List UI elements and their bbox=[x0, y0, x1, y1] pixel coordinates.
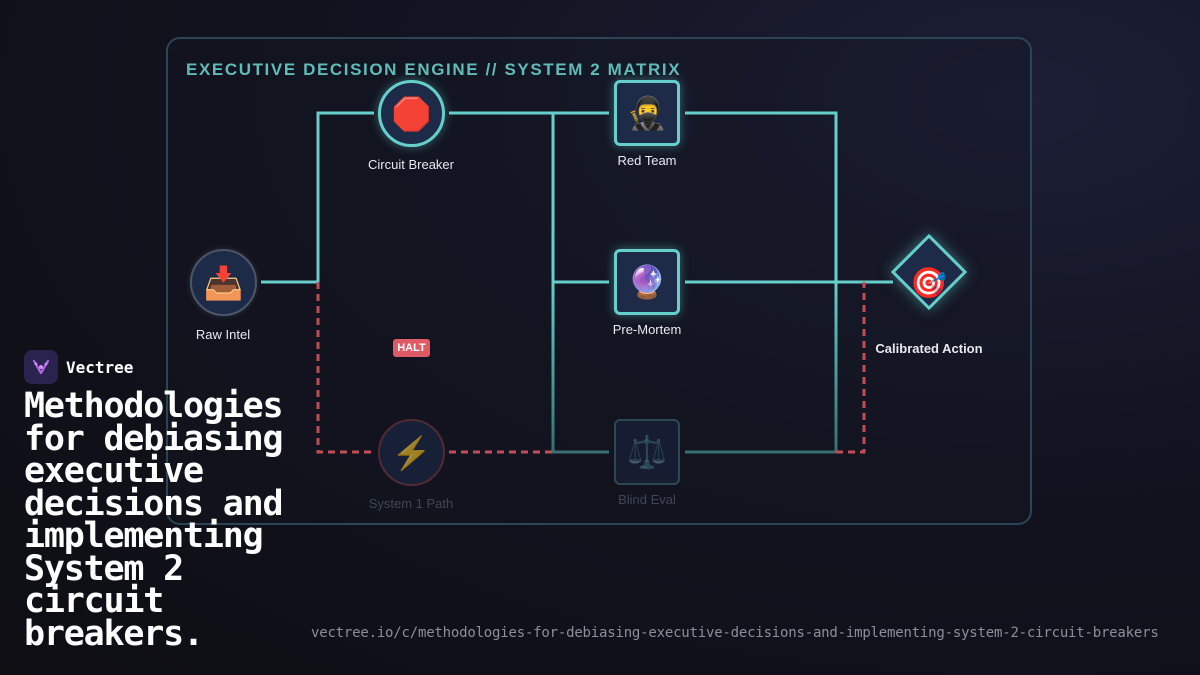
crystal-ball-icon: 🔮 bbox=[627, 264, 667, 300]
wire-redteam-to-right bbox=[685, 111, 838, 282]
wire-raw-to-split bbox=[261, 111, 374, 284]
raw-intel-label: Raw Intel bbox=[195, 327, 251, 342]
system1-path-node[interactable]: ⚡ bbox=[378, 419, 445, 486]
calibrated-action-label: Calibrated Action bbox=[875, 341, 983, 356]
system1-dashed-paths bbox=[316, 282, 866, 454]
faded-paths bbox=[551, 282, 838, 454]
vectree-logo-icon bbox=[24, 350, 58, 384]
diagram-title: EXECUTIVE DECISION ENGINE // SYSTEM 2 MA… bbox=[186, 60, 682, 79]
red-team-node[interactable]: 🥷 bbox=[614, 80, 680, 146]
halt-badge: HALT bbox=[393, 339, 430, 357]
stop-sign-icon: 🛑 bbox=[391, 95, 432, 132]
balance-scale-icon: ⚖️ bbox=[627, 434, 667, 470]
page-url[interactable]: vectree.io/c/methodologies-for-debiasing… bbox=[311, 625, 1159, 641]
brand: Vectree bbox=[24, 350, 133, 384]
headline: Methodologies for debiasing executive de… bbox=[24, 386, 284, 654]
wire-center-down bbox=[551, 282, 609, 454]
pre-mortem-label: Pre-Mortem bbox=[612, 322, 682, 337]
ninja-icon: 🥷 bbox=[627, 95, 667, 131]
teal-paths bbox=[261, 111, 893, 284]
brand-name: Vectree bbox=[66, 357, 134, 377]
raw-intel-node[interactable]: 📥 bbox=[190, 249, 257, 316]
blind-eval-label: Blind Eval bbox=[618, 492, 676, 507]
lightning-icon: ⚡ bbox=[391, 434, 432, 471]
system1-path-label: System 1 Path bbox=[368, 496, 454, 511]
circuit-breaker-label: Circuit Breaker bbox=[368, 157, 454, 172]
dashed-right bbox=[836, 282, 866, 454]
wire-right-down bbox=[685, 282, 838, 454]
blind-eval-node[interactable]: ⚖️ bbox=[614, 419, 680, 485]
dashed-left bbox=[316, 282, 374, 454]
target-icon: 🎯 bbox=[910, 266, 948, 300]
circuit-breaker-node[interactable]: 🛑 bbox=[378, 80, 445, 147]
inbox-tray-icon: 📥 bbox=[203, 264, 244, 301]
wire-center-vertical bbox=[551, 113, 609, 284]
pre-mortem-node[interactable]: 🔮 bbox=[614, 249, 680, 315]
red-team-label: Red Team bbox=[617, 153, 677, 168]
